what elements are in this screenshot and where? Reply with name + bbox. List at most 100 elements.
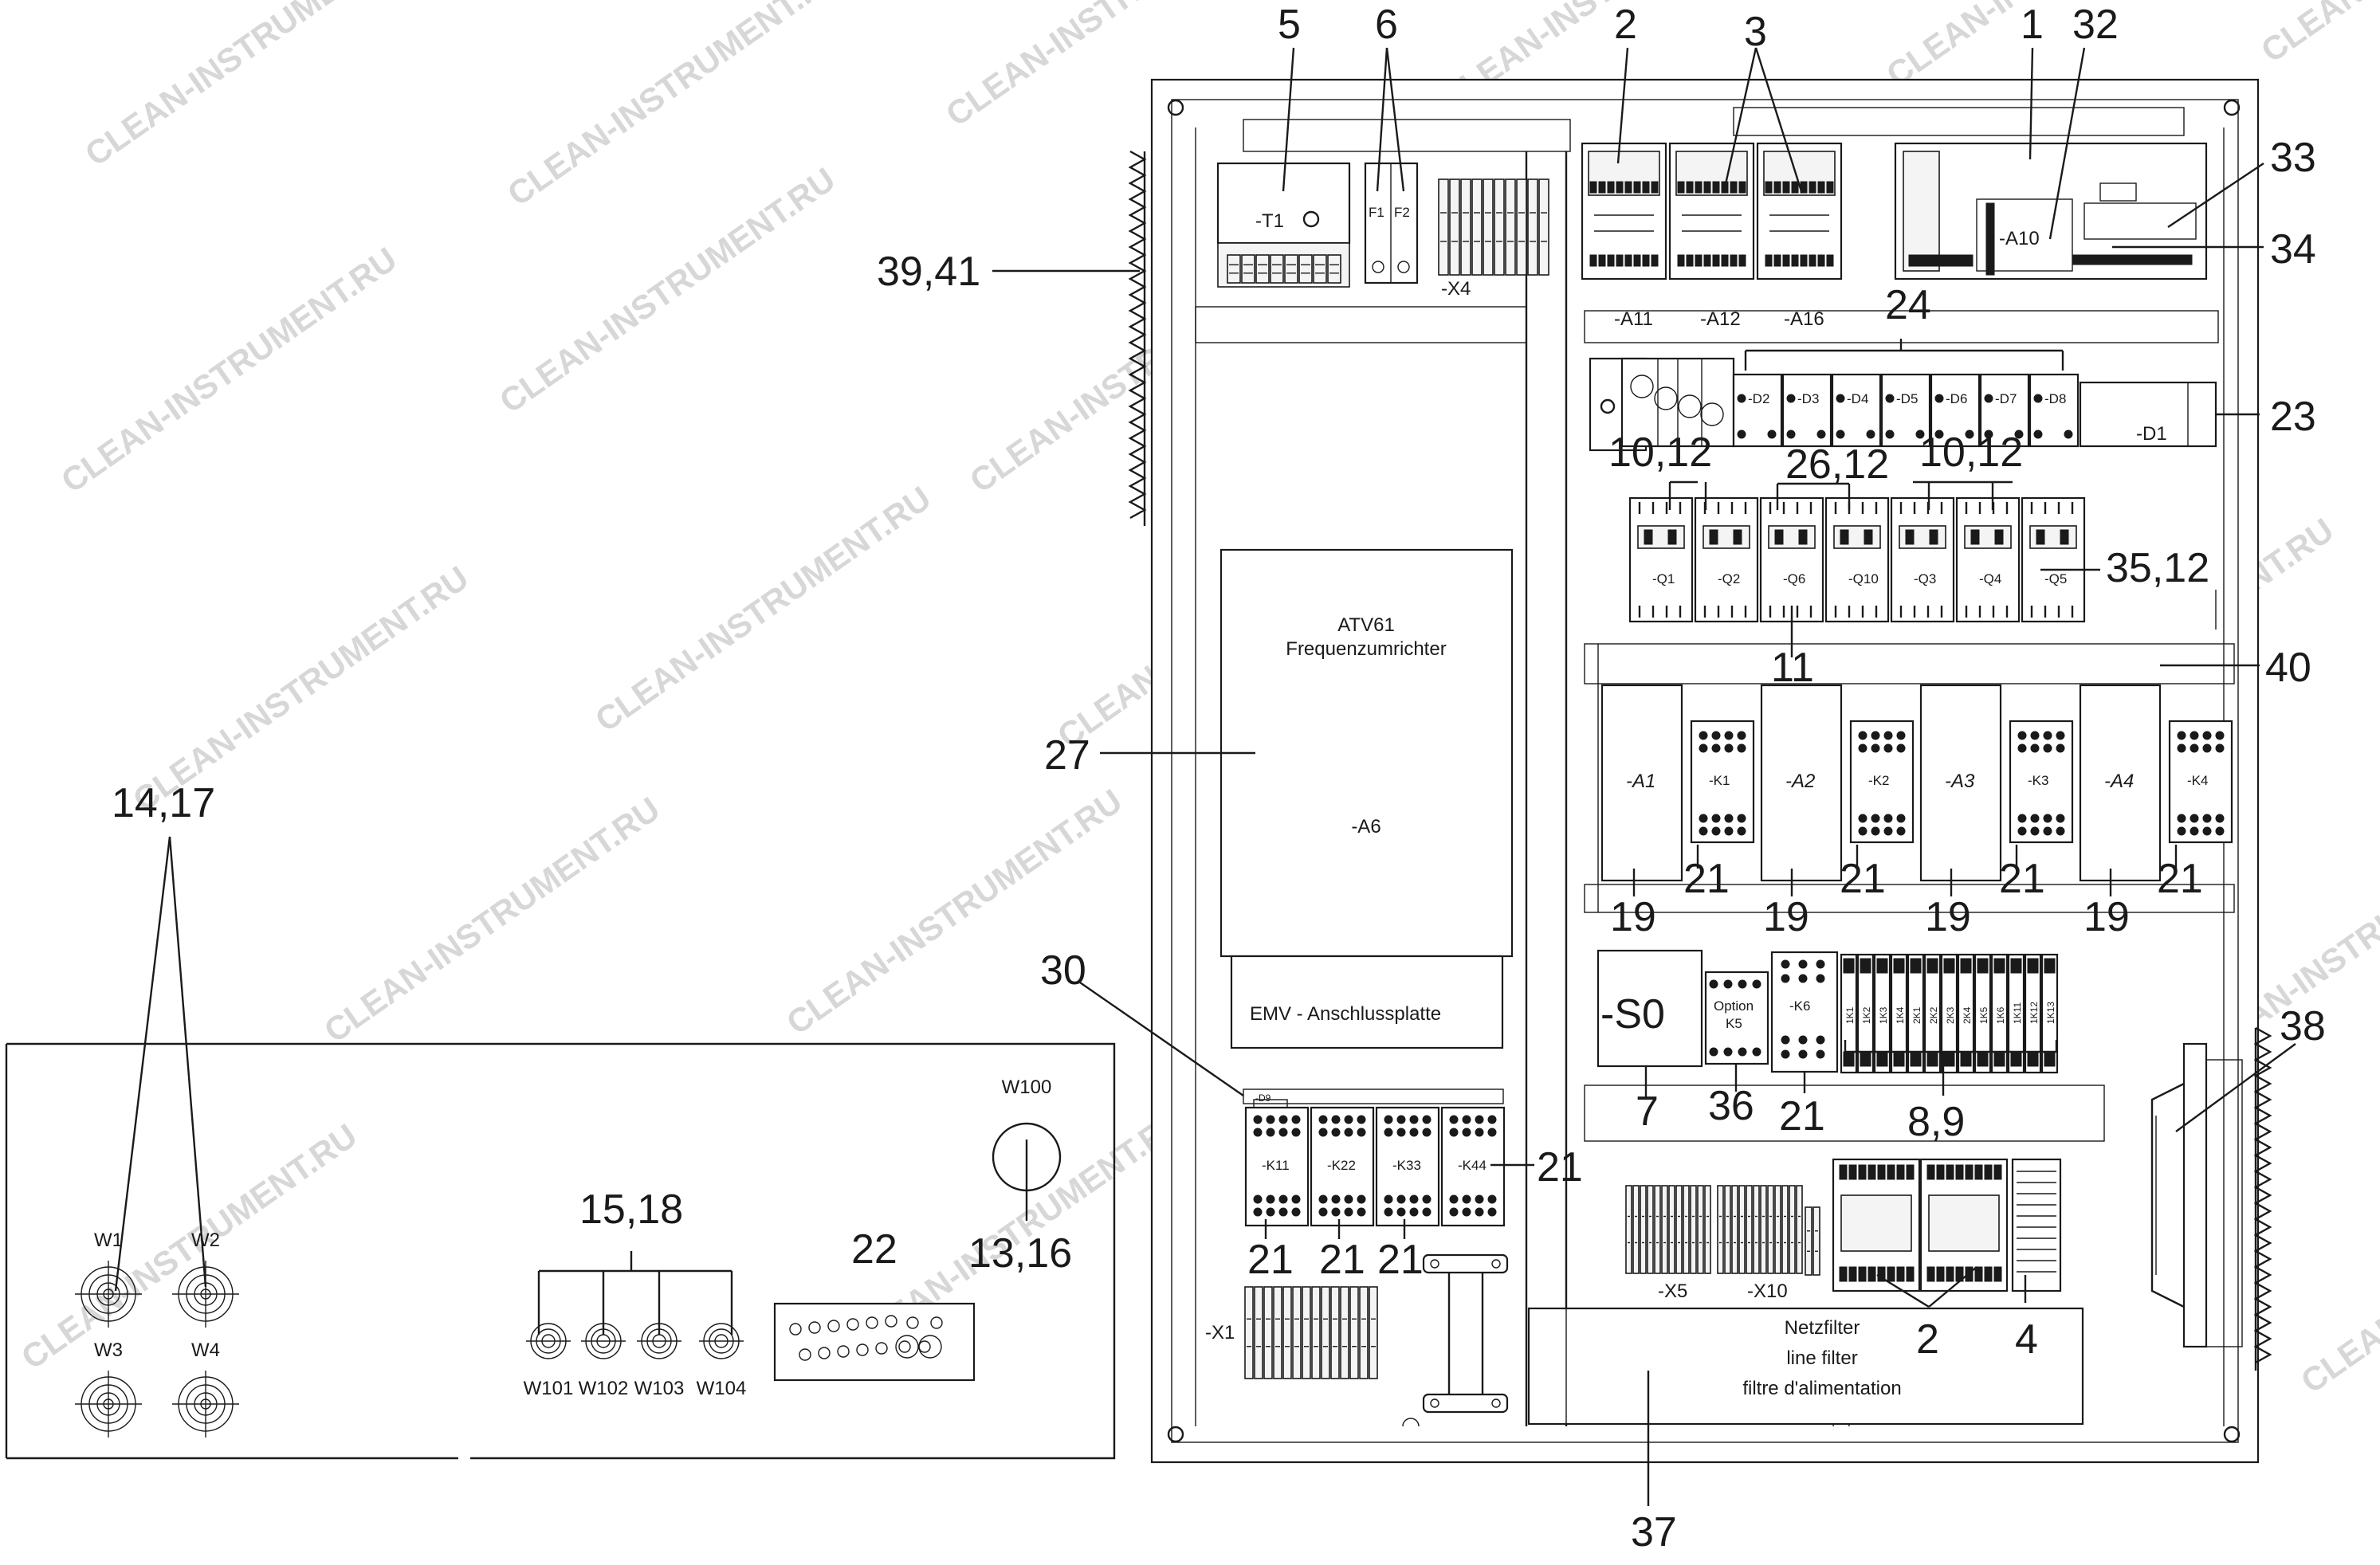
filter-module-pin (1839, 1164, 1848, 1180)
io-module-pin (1826, 254, 1834, 267)
d-unit-dot (2033, 394, 2043, 403)
breaker-label: -Q10 (1848, 571, 1879, 586)
relay-bottom (1893, 1051, 1905, 1067)
contactor-dot (1724, 743, 1734, 753)
relay-label: 1K13 (2045, 1002, 2056, 1024)
io-module-pin (1782, 181, 1790, 194)
fuse-f2-label: F2 (1394, 205, 1410, 220)
option-label: Option (1714, 998, 1754, 1014)
contactor-dot (1737, 743, 1746, 753)
motor-module-body (2079, 684, 2162, 882)
breaker-handle (1929, 529, 1938, 545)
filter-de: Netzfilter (1785, 1317, 1860, 1339)
filter-module-pin (1906, 1164, 1915, 1180)
contactor-dot (1396, 1115, 1406, 1124)
contactor-dot (2017, 814, 2027, 823)
k6-label: -K6 (1789, 998, 1810, 1014)
contactor-dot (2202, 814, 2212, 823)
k5-dot (1709, 979, 1718, 989)
k5-dot (1709, 1047, 1718, 1057)
contactor-dot (1737, 826, 1746, 836)
k6-dot (1798, 1035, 1808, 1045)
contactor-dot (1253, 1207, 1263, 1217)
contactor-dot (1475, 1115, 1484, 1124)
gland-hole (827, 1320, 840, 1332)
relay-body (2007, 953, 2025, 1074)
callout-32: 32 (2072, 2, 2119, 48)
contactor-dot (2190, 814, 2199, 823)
x1-terminal (1340, 1286, 1349, 1379)
contactor-dot (1344, 1194, 1353, 1204)
contactor-body (1244, 1106, 1310, 1227)
io-module-pin (1616, 181, 1624, 194)
contactor-dot (1422, 1128, 1432, 1137)
x1-terminal (1349, 1286, 1359, 1379)
callout-38: 38 (2280, 1003, 2326, 1049)
a11-label: -A11 (1614, 308, 1653, 330)
breaker-label: -Q4 (1979, 571, 2001, 586)
filter-module-pin (1926, 1164, 1935, 1180)
contactor-dot (2017, 743, 2027, 753)
filter-module-pin (1848, 1164, 1857, 1180)
callout-35-12: 35,12 (2106, 545, 2209, 591)
a10-label: -A10 (1999, 228, 2040, 249)
terminal-block-x1: -X1 (1205, 1286, 1378, 1379)
k6-dot (1798, 974, 1808, 983)
breaker-handle (1798, 529, 1808, 545)
d-unit-dot (1984, 394, 1993, 403)
contactor-dot (1711, 826, 1721, 836)
io-module-pin (1773, 254, 1781, 267)
callout-33: 33 (2270, 135, 2316, 181)
relay-body (1856, 953, 1875, 1074)
contactor-dot (1883, 743, 1893, 753)
x4-terminal (1516, 178, 1527, 276)
breaker-body (1694, 496, 1759, 623)
contactor-dot (1384, 1194, 1393, 1204)
watermark-text: CLEAN-INSTRUMENT.RU (14, 1116, 363, 1376)
io-module-pin (1686, 181, 1694, 194)
contactor-dot (1711, 731, 1721, 740)
relay-label: 2K4 (1962, 1006, 1973, 1024)
contactor-dot (1487, 1194, 1497, 1204)
motor-module-row: -A1-K1-A2-K2-A3-K3-A4-K4 (1584, 643, 2235, 913)
io-module-pin (1809, 181, 1816, 194)
contactor-dot (1318, 1194, 1328, 1204)
d-unit-dot (1915, 429, 1925, 439)
d-unit-dot (1737, 429, 1746, 439)
x5-terminal (1640, 1185, 1647, 1274)
x1-terminal (1311, 1286, 1321, 1379)
contactor-dot (2030, 743, 2040, 753)
contactor-dot (1711, 814, 1721, 823)
contactor-label: -K11 (1262, 1158, 1290, 1173)
relay-body (2040, 953, 2059, 1074)
io-module-pin (1712, 181, 1720, 194)
relay-body (1873, 953, 1891, 1074)
io-module-pin (1765, 181, 1773, 194)
contactor-dot (1699, 826, 1708, 836)
relay-bottom (2027, 1051, 2039, 1067)
contactor-dot (2190, 731, 2199, 740)
filter-module-pin (1946, 1164, 1954, 1180)
x10-terminal (1717, 1185, 1724, 1274)
x1-terminal (1302, 1286, 1311, 1379)
x10-terminal (1753, 1185, 1760, 1274)
breaker-label: -Q5 (2044, 571, 2067, 586)
contactor-dot (1858, 743, 1867, 753)
k5-dot (1752, 979, 1761, 989)
filter-module-pin (1896, 1164, 1905, 1180)
x10-terminal (1796, 1185, 1803, 1274)
contactor-label: -K4 (2187, 773, 2208, 788)
contactor-dot (1896, 731, 1906, 740)
k6-dot (1816, 959, 1825, 969)
filter-module-pin (1974, 1266, 1983, 1282)
contactor-dot (1331, 1194, 1341, 1204)
frequency-converter-a6: ATV61 Frequenzumrichter -A6 EMV - Anschl… (1219, 548, 1514, 1049)
x5-label: -X5 (1658, 1281, 1687, 1302)
x1-terminal (1254, 1286, 1263, 1379)
coax-connector-label: W1 (94, 1230, 123, 1251)
io-module-pin (1677, 254, 1685, 267)
contactor-dot (1331, 1115, 1341, 1124)
motor-module-label: -A3 (1945, 771, 1975, 792)
callout-15-18: 15,18 (579, 1186, 683, 1233)
callout-27: 27 (1044, 732, 1090, 779)
